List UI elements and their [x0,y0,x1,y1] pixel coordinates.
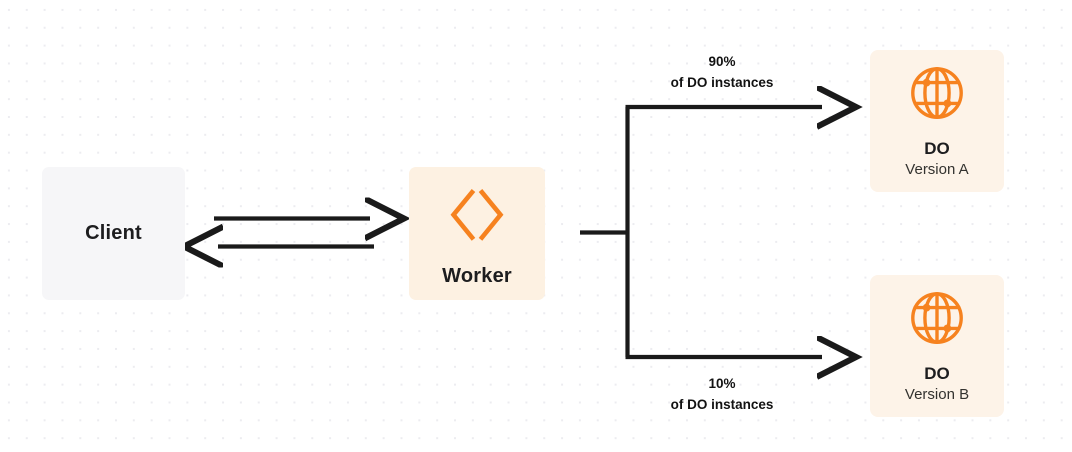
node-client[interactable]: Client [42,167,185,300]
edge-label-do-a: 90% of DO instances [629,52,815,94]
edge-label-do-b-caption: of DO instances [670,396,774,412]
node-do-a-title: DO [924,138,950,158]
edge-label-do-a-caption: of DO instances [670,74,774,90]
node-worker[interactable]: Worker [409,167,545,300]
node-worker-label: Worker [442,264,512,287]
node-do-version-b[interactable]: DO Version B [870,275,1004,417]
globe-icon [908,289,966,352]
node-do-b-title: DO [924,363,950,383]
node-do-version-a[interactable]: DO Version A [870,50,1004,192]
node-do-a-subtitle: Version A [905,161,969,178]
cloudflare-workers-icon [446,184,508,251]
edge-label-do-b: 10% of DO instances [629,374,815,416]
globe-icon [908,64,966,127]
node-client-label: Client [85,222,142,244]
edge-label-do-b-percent: 10% [708,376,736,391]
node-do-b-subtitle: Version B [904,386,970,403]
edge-label-do-a-percent: 90% [708,54,736,69]
